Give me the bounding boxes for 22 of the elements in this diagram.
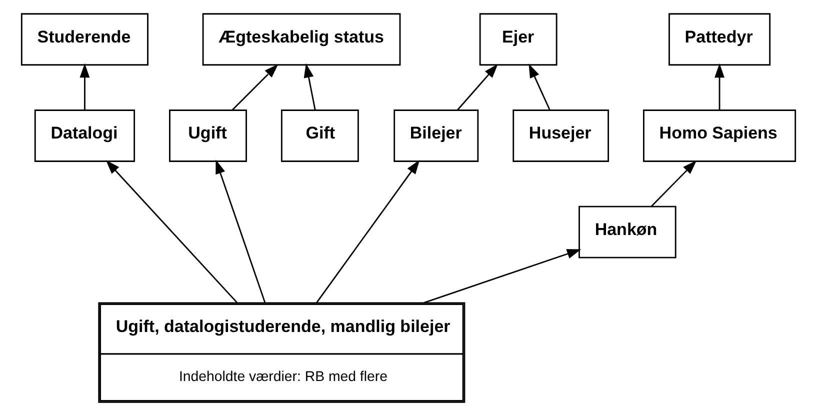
arrow [316,160,420,303]
arrow [105,160,238,304]
node-box: Ejer [478,13,557,66]
node-box: Bilejer [393,110,478,162]
arrow [650,160,696,207]
arrow [456,64,498,110]
arrow [215,160,266,303]
arrow [79,63,90,110]
node-box: Datalogi [34,110,135,162]
arrow [303,63,316,110]
node-box: Ugift [168,110,246,162]
node-box: Ægteskabelig status [202,13,400,66]
arrow [714,63,724,110]
node-box: Studerende [20,13,148,66]
node-box: Hankøn [578,206,676,258]
node-box: Pattedyr [668,13,770,66]
node-box: Gift [280,110,358,162]
node-box: Husejer [512,110,608,162]
node-box: Homo Sapiens [642,110,796,162]
arrow [528,64,550,110]
arrow [232,64,278,110]
arrow [423,249,581,304]
